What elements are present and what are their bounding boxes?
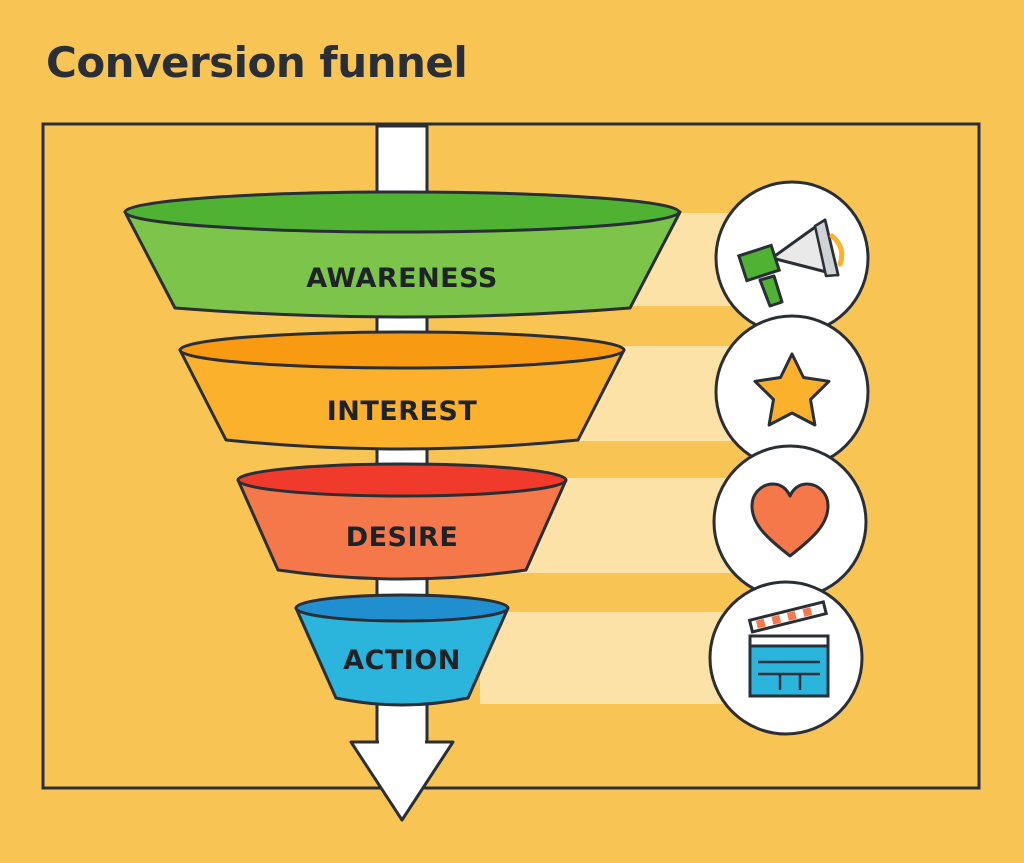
stage-label-desire: DESIRE bbox=[346, 522, 459, 553]
diagram-frame bbox=[41, 122, 981, 790]
stage-label-interest: INTEREST bbox=[327, 396, 478, 427]
funnel-tier-awareness: AWARENESS bbox=[123, 190, 682, 319]
clapperboard-icon bbox=[708, 580, 864, 736]
heart-icon bbox=[712, 444, 868, 600]
arrow-head bbox=[349, 740, 455, 822]
stage-label-awareness: AWARENESS bbox=[306, 263, 498, 294]
page-title: Conversion funnel bbox=[46, 38, 468, 87]
star-icon bbox=[714, 314, 870, 470]
funnel-tier-desire: DESIRE bbox=[236, 462, 568, 581]
megaphone-icon bbox=[714, 180, 870, 336]
band-action bbox=[480, 612, 740, 704]
arrow-joint bbox=[379, 735, 425, 747]
stage-label-action: ACTION bbox=[343, 645, 461, 676]
funnel-tier-action: ACTION bbox=[294, 593, 510, 707]
funnel-tier-interest: INTEREST bbox=[178, 330, 626, 451]
